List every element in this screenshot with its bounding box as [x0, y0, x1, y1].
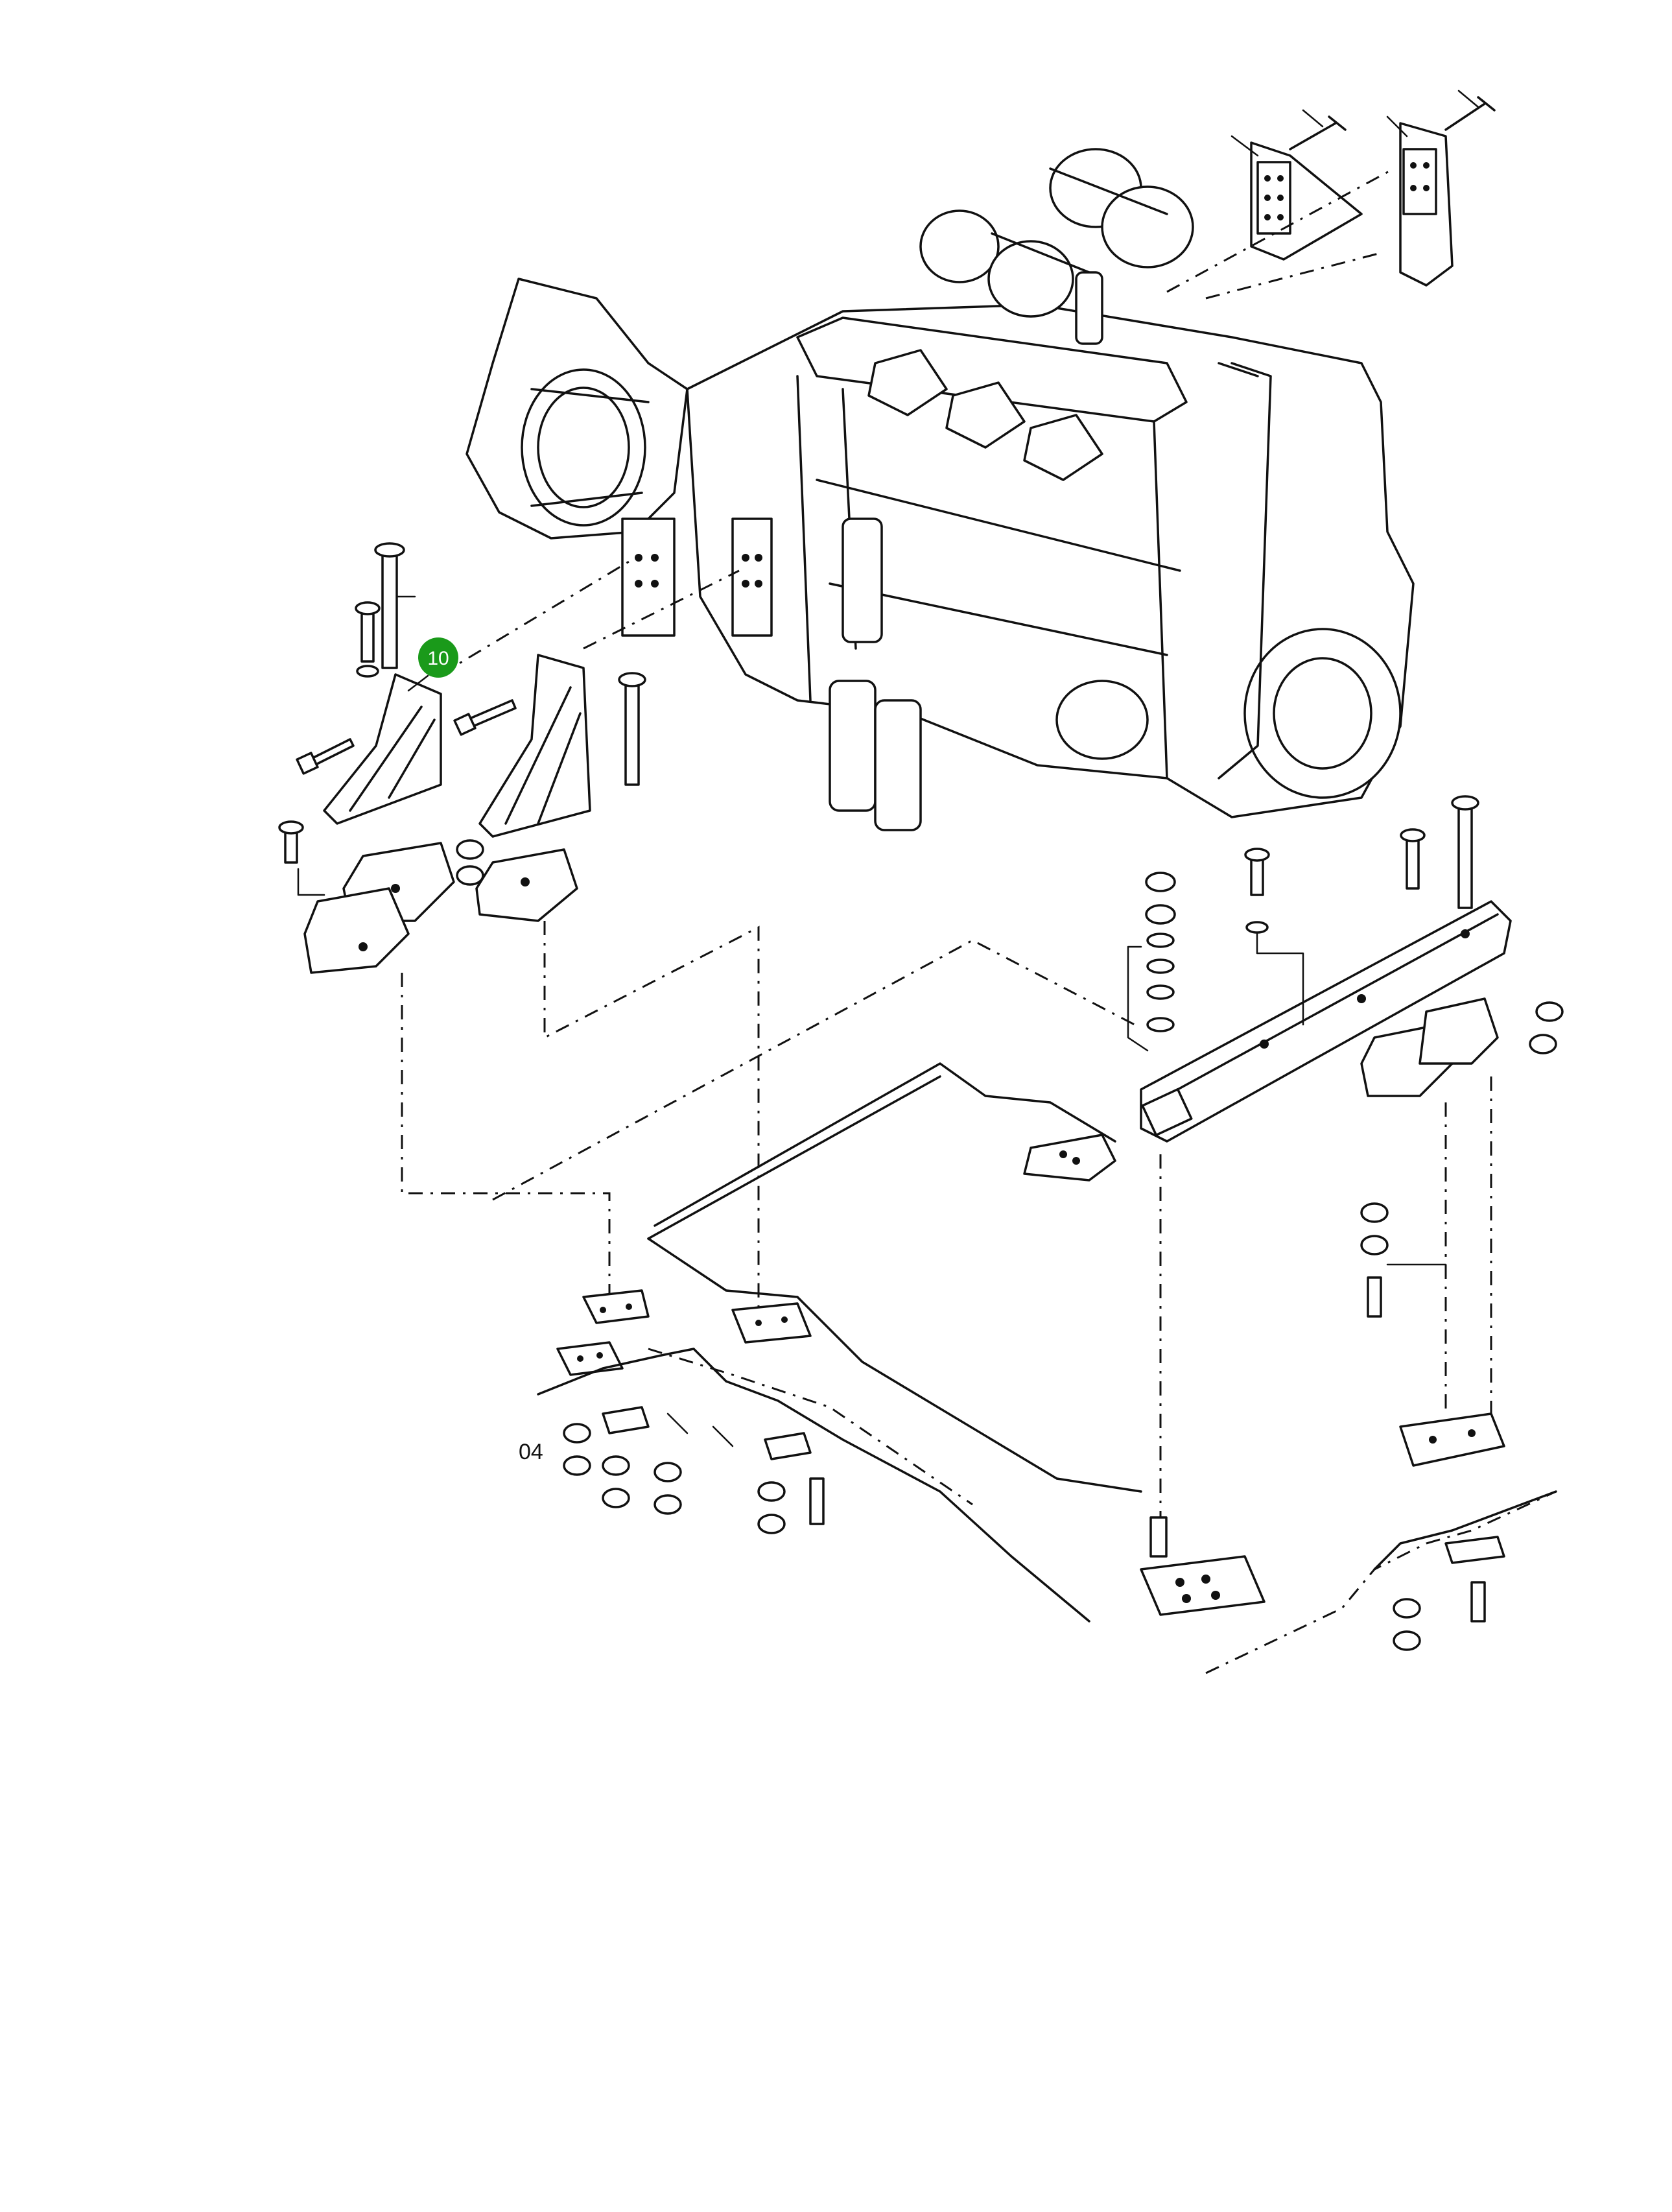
engine-assembly	[465, 148, 1415, 831]
front-crossmember	[1127, 795, 1564, 1143]
base-frame	[492, 939, 1557, 1674]
callout-badge-label: 10	[427, 648, 449, 669]
lower-hardware-cluster: 04	[519, 1406, 825, 1534]
rear-right-mount-bracket	[453, 654, 646, 838]
front-engine-brackets	[1166, 89, 1496, 300]
engine-block	[621, 303, 1415, 831]
left-rubber-mounts	[278, 820, 578, 974]
turbochargers	[919, 148, 1194, 345]
callout-badge-10[interactable]: 10	[407, 637, 458, 692]
flywheel-housing	[465, 278, 689, 540]
rear-left-mount-bracket	[296, 542, 442, 825]
part-label-04: 04	[519, 1440, 543, 1464]
